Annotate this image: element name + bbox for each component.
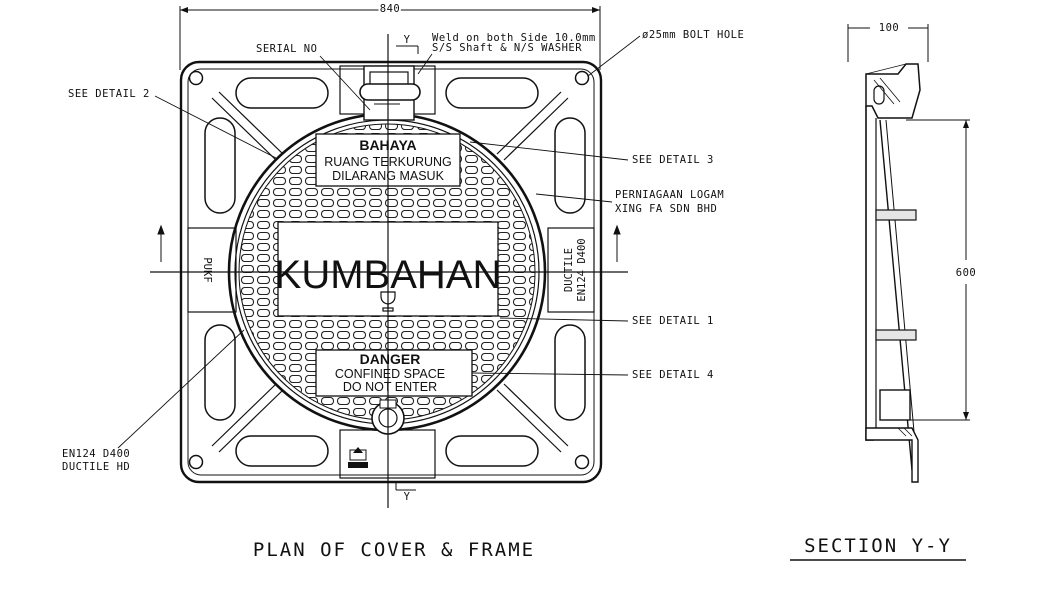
- danger-text: DANGER: [360, 351, 421, 367]
- plan-title: PLAN OF COVER & FRAME: [253, 539, 535, 561]
- see-detail-3-label: SEE DETAIL 3: [632, 154, 714, 166]
- side-left-text: PUKF: [201, 257, 213, 282]
- do-not-enter-text: DO NOT ENTER: [343, 380, 437, 394]
- view-arrows: [157, 224, 621, 262]
- annotations: Weld on both Side 10.0mm S/S Shaft & N/S…: [62, 29, 744, 473]
- width-dimension: 840: [179, 1, 601, 70]
- section-height-dimension-label: 600: [956, 267, 976, 279]
- see-detail-1-label: SEE DETAIL 1: [632, 315, 714, 327]
- section-marker-top: Y: [396, 34, 419, 54]
- section-profile: [865, 63, 921, 483]
- maker-name-1: PERNIAGAAN LOGAM: [615, 189, 724, 201]
- see-detail-4-label: SEE DETAIL 4: [632, 369, 714, 381]
- plan-view: 840: [62, 1, 744, 561]
- side-right-text-1: DUCTILE: [563, 248, 575, 292]
- section-top-dimension: 100: [847, 22, 929, 62]
- centre-lines: [150, 34, 628, 508]
- section-view: 100 600: [790, 22, 976, 561]
- confined-text: CONFINED SPACE: [335, 367, 445, 381]
- width-dimension-label: 840: [380, 3, 400, 15]
- hinge: [359, 65, 421, 121]
- weld-note-1: Weld on both Side 10.0mm: [432, 32, 596, 44]
- frame-slots: [204, 77, 586, 467]
- bolt-holes: [188, 70, 590, 470]
- section-title: SECTION Y-Y: [804, 535, 952, 557]
- maker-logo-icon: [348, 447, 368, 468]
- section-marker-bottom: Y: [395, 482, 416, 503]
- weld-note-2: S/S Shaft & N/S WASHER: [432, 42, 582, 54]
- serial-no-label: SERIAL NO: [256, 43, 317, 55]
- cover: BAHAYA RUANG TERKURUNG DILARANG MASUK KU…: [227, 65, 547, 468]
- side-right-text-2: EN124 D400: [576, 238, 588, 301]
- section-mark-top-label: Y: [404, 34, 411, 46]
- section-top-dimension-label: 100: [879, 22, 899, 34]
- frame-ribs: [211, 91, 569, 453]
- maker-name-2: XING FA SDN BHD: [615, 203, 717, 215]
- danger-plate: DANGER CONFINED SPACE DO NOT ENTER: [315, 349, 473, 397]
- grade-label-2: DUCTILE HD: [62, 461, 130, 473]
- section-height-dimension: 600: [906, 119, 976, 421]
- bolt-hole-label: ø25mm BOLT HOLE: [642, 29, 744, 41]
- grade-label-1: EN124 D400: [62, 448, 130, 460]
- see-detail-2-label: SEE DETAIL 2: [68, 88, 150, 100]
- section-mark-bottom-label: Y: [404, 491, 411, 503]
